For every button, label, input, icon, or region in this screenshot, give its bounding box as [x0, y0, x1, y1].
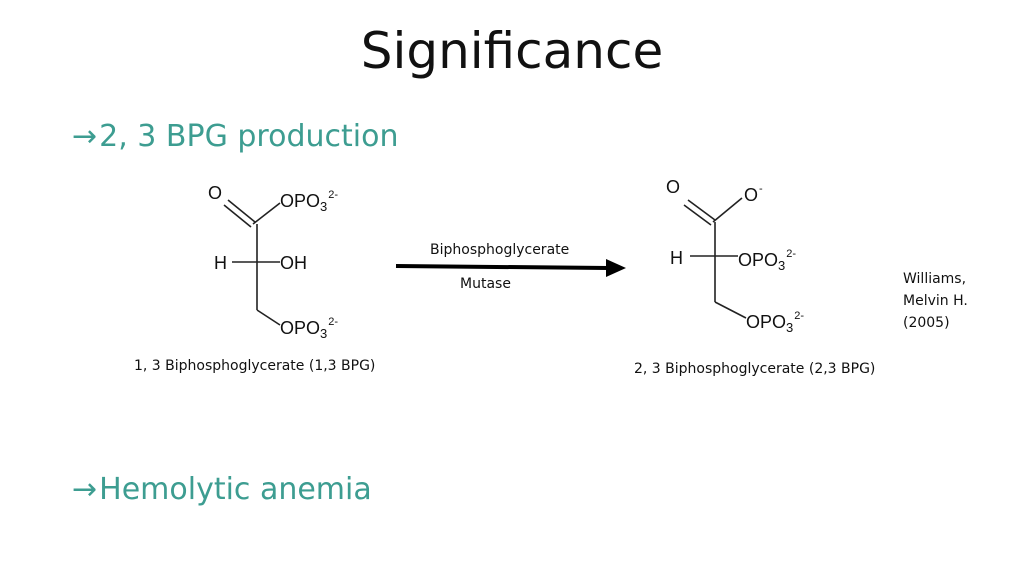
c1-o-bond: [252, 202, 281, 225]
reactant-top-phosphate: OPO32-: [280, 189, 339, 214]
bullet-bpg-production: →2, 3 BPG production: [72, 119, 398, 155]
citation-year: (2005): [903, 315, 950, 331]
c1-o-bond: [712, 197, 743, 223]
reactant-oh: OH: [280, 253, 307, 273]
product-bonds: [683, 197, 747, 319]
product-bottom-phosphate: OPO32-: [746, 310, 805, 335]
reactant-carbonyl-o: O: [208, 183, 223, 203]
product-carbonyl-o: O: [666, 177, 681, 197]
arrow-right-icon: →: [72, 472, 98, 507]
carbonyl-bond-a: [687, 199, 716, 221]
product-carboxylate-o: O-: [744, 183, 763, 205]
citation-author-last: Williams,: [903, 271, 967, 287]
c3-o-bond: [714, 301, 747, 319]
slide-title: Significance: [360, 22, 664, 80]
citation: Williams, Melvin H. (2005): [903, 268, 968, 334]
reaction-arrow: [395, 259, 626, 277]
bullet-hemolytic-anemia: →Hemolytic anemia: [72, 472, 372, 508]
product-caption: 2, 3 Biphosphoglycerate (2,3 BPG): [634, 361, 876, 377]
carbonyl-bond-b: [223, 204, 252, 228]
reactant-caption: 1, 3 Biphosphoglycerate (1,3 BPG): [134, 358, 376, 374]
enzyme-name-line2: Mutase: [460, 276, 511, 292]
citation-author-first: Melvin H.: [903, 293, 968, 309]
bullet-text: 2, 3 BPG production: [99, 119, 399, 154]
carbonyl-bond-a: [227, 199, 256, 223]
c3-o-bond: [256, 309, 281, 326]
carbonyl-bond-b: [683, 204, 712, 226]
bullet-text: Hemolytic anemia: [99, 472, 372, 507]
reactant-structure: O OPO32- H OH OPO32-: [200, 170, 360, 350]
enzyme-name-line1: Biphosphoglycerate: [430, 242, 570, 258]
arrow-right-icon: →: [72, 119, 98, 154]
reactant-bottom-phosphate: OPO32-: [280, 316, 339, 341]
product-h: H: [670, 248, 683, 268]
product-structure: O O- H OPO32- OPO32-: [660, 170, 830, 350]
product-mid-phosphate: OPO32-: [738, 248, 797, 273]
reactant-bonds: [223, 199, 281, 326]
reactant-h: H: [214, 253, 227, 273]
